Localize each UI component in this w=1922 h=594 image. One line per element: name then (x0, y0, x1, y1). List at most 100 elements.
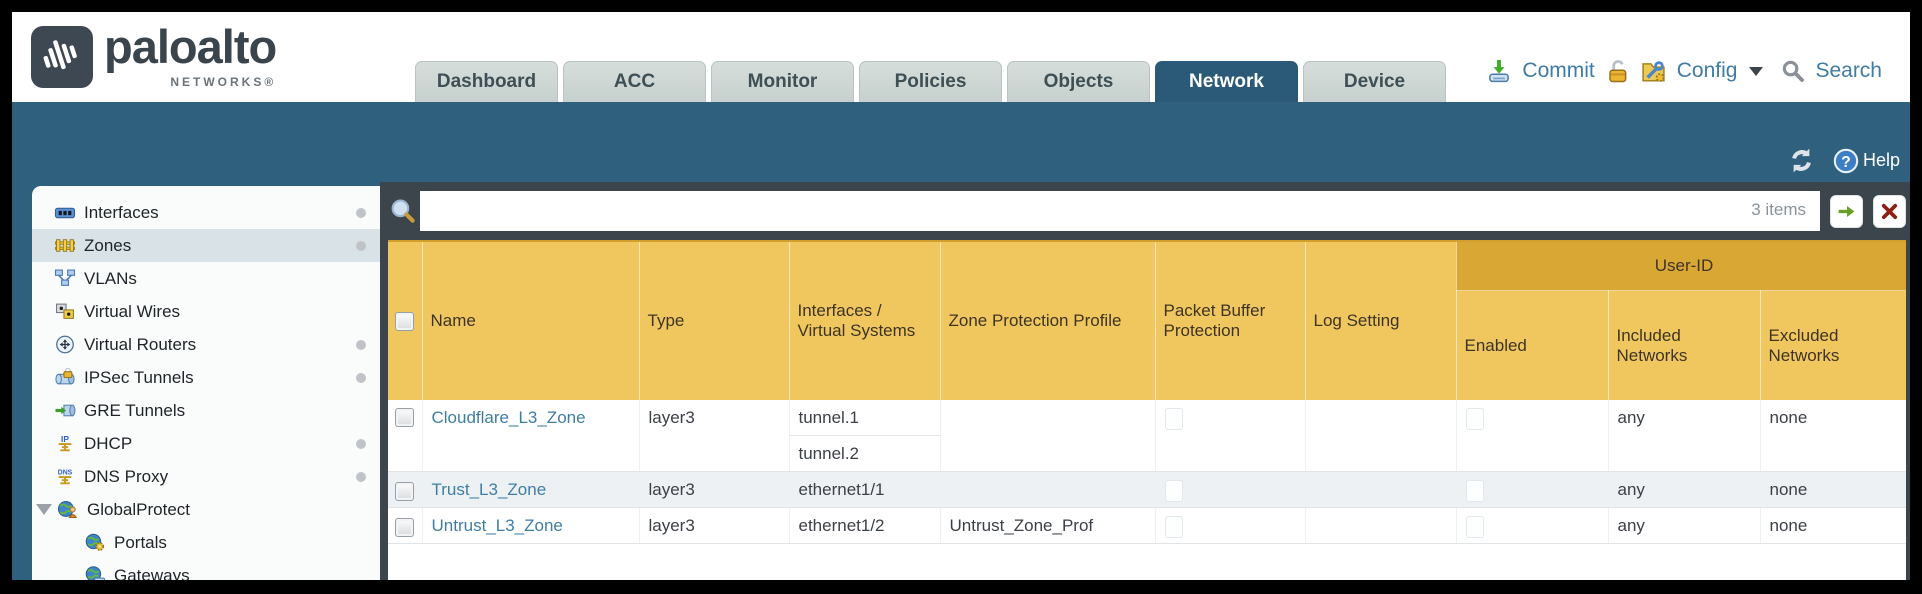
search-button[interactable]: Search (1815, 59, 1882, 82)
row-checkbox[interactable] (395, 481, 414, 501)
cell-included-networks[interactable]: any (1608, 400, 1761, 472)
cell-enabled[interactable] (1456, 400, 1609, 472)
enabled-checkbox[interactable] (1465, 479, 1484, 502)
cell-enabled[interactable] (1456, 471, 1609, 508)
cell-excluded-networks[interactable]: none (1760, 400, 1906, 472)
cell-zone-protection-profile[interactable]: Untrust_Zone_Prof (940, 507, 1156, 544)
filter-input[interactable] (420, 191, 1820, 231)
cell-zone-protection-profile[interactable] (940, 400, 1156, 472)
sidebar-item-zones[interactable]: Zones (32, 229, 380, 262)
sidebar-item-gateways[interactable]: Gateways (32, 559, 380, 580)
cell-name[interactable]: Trust_L3_Zone (422, 471, 640, 508)
sidebar-item-label: DHCP (84, 433, 133, 453)
ipsec-tunnels-icon (55, 368, 75, 385)
config-button[interactable]: Config (1676, 59, 1738, 82)
col-header-packet-buffer-protection[interactable]: Packet Buffer Protection (1155, 242, 1306, 400)
teal-band: ? Help (12, 102, 1910, 182)
packet-buffer-checkbox[interactable] (1164, 515, 1183, 538)
sidebar-item-label: Portals (114, 532, 167, 552)
refresh-icon[interactable] (1788, 147, 1815, 174)
cell-zone-protection-profile[interactable] (940, 471, 1156, 508)
row-checkbox[interactable] (395, 517, 414, 537)
select-all-checkbox[interactable] (395, 312, 414, 331)
zone-name-link[interactable]: Trust_L3_Zone (431, 480, 547, 499)
sidebar-item-interfaces[interactable]: Interfaces (32, 196, 380, 229)
globalprotect-icon (57, 501, 78, 518)
help-button[interactable]: ? Help (1833, 148, 1900, 174)
cell-log-setting[interactable] (1305, 471, 1457, 508)
sidebar-item-ipsec-tunnels[interactable]: IPSec Tunnels (32, 361, 380, 394)
col-header-included-networks[interactable]: Included Networks (1608, 290, 1761, 400)
cell-interfaces[interactable]: ethernet1/2 (789, 507, 941, 544)
gateways-icon (85, 566, 106, 580)
col-header-type[interactable]: Type (639, 242, 790, 400)
cell-type[interactable]: layer3 (639, 507, 790, 544)
cell-packet-buffer-protection[interactable] (1155, 507, 1306, 544)
col-header-interfaces[interactable]: Interfaces / Virtual Systems (789, 242, 941, 400)
enabled-checkbox[interactable] (1465, 515, 1484, 538)
tab-dashboard[interactable]: Dashboard (415, 61, 558, 102)
sidebar-item-globalprotect[interactable]: GlobalProtect (32, 493, 380, 526)
tab-policies[interactable]: Policies (859, 61, 1002, 102)
tab-monitor[interactable]: Monitor (711, 61, 854, 102)
zone-name-link[interactable]: Untrust_L3_Zone (431, 516, 563, 535)
cell-select[interactable] (388, 507, 423, 544)
caret-down-icon[interactable] (1749, 66, 1764, 76)
apply-arrow-icon (1838, 205, 1855, 217)
sidebar-item-virtual-routers[interactable]: Virtual Routers (32, 328, 380, 361)
status-dot (356, 472, 366, 482)
col-header-zone-protection-profile[interactable]: Zone Protection Profile (940, 242, 1156, 400)
cell-name[interactable]: Cloudflare_L3_Zone (422, 400, 640, 472)
lock-icon[interactable] (1605, 59, 1630, 84)
col-header-log-setting[interactable]: Log Setting (1305, 242, 1457, 400)
sidebar-item-label: Virtual Wires (84, 301, 181, 321)
cell-log-setting[interactable] (1305, 507, 1457, 544)
sidebar-item-portals[interactable]: Portals (32, 526, 380, 559)
tab-acc[interactable]: ACC (563, 61, 706, 102)
tab-objects[interactable]: Objects (1007, 61, 1150, 102)
tab-network[interactable]: Network (1155, 61, 1298, 102)
cell-enabled[interactable] (1456, 507, 1609, 544)
packet-buffer-checkbox[interactable] (1164, 408, 1183, 430)
sidebar-item-virtual-wires[interactable]: Virtual Wires (32, 295, 380, 328)
col-header-excluded-networks[interactable]: Excluded Networks (1760, 290, 1906, 400)
cell-log-setting[interactable] (1305, 400, 1457, 472)
enabled-checkbox[interactable] (1465, 408, 1484, 430)
search-icon[interactable] (1781, 59, 1805, 83)
cell-included-networks[interactable]: any (1608, 507, 1761, 544)
interface-value: tunnel.2 (798, 444, 860, 463)
commit-button[interactable]: Commit (1522, 59, 1595, 82)
zone-name-link[interactable]: Cloudflare_L3_Zone (431, 408, 586, 427)
cell-packet-buffer-protection[interactable] (1155, 471, 1306, 508)
cell-interfaces[interactable]: ethernet1/1 (789, 471, 941, 508)
expand-triangle-icon[interactable] (36, 504, 52, 515)
cell-type[interactable]: layer3 (639, 471, 790, 508)
commit-icon[interactable] (1486, 58, 1512, 84)
apply-filter-button[interactable] (1830, 194, 1863, 228)
cell-name[interactable]: Untrust_L3_Zone (422, 507, 640, 544)
cell-type[interactable]: layer3 (639, 400, 790, 472)
cell-select[interactable] (388, 400, 423, 472)
interfaces-icon (54, 207, 76, 219)
col-header-enabled[interactable]: Enabled (1456, 290, 1609, 400)
tab-device[interactable]: Device (1303, 61, 1446, 102)
clear-filter-button[interactable] (1873, 194, 1906, 228)
cell-select[interactable] (388, 471, 423, 508)
config-icon[interactable] (1640, 58, 1667, 84)
col-header-name[interactable]: Name (422, 242, 640, 400)
sidebar-item-label: VLANs (84, 268, 137, 288)
cell-packet-buffer-protection[interactable] (1155, 400, 1306, 472)
sidebar-item-vlans[interactable]: VLANs (32, 262, 380, 295)
packet-buffer-checkbox[interactable] (1164, 479, 1183, 502)
cell-excluded-networks[interactable]: none (1760, 507, 1906, 544)
cell-excluded-networks[interactable]: none (1760, 471, 1906, 508)
row-checkbox[interactable] (395, 408, 414, 427)
sidebar-item-gre-tunnels[interactable]: GRE Tunnels (32, 394, 380, 427)
sidebar-item-label: IPSec Tunnels (84, 367, 194, 387)
cell-included-networks[interactable]: any (1608, 471, 1761, 508)
